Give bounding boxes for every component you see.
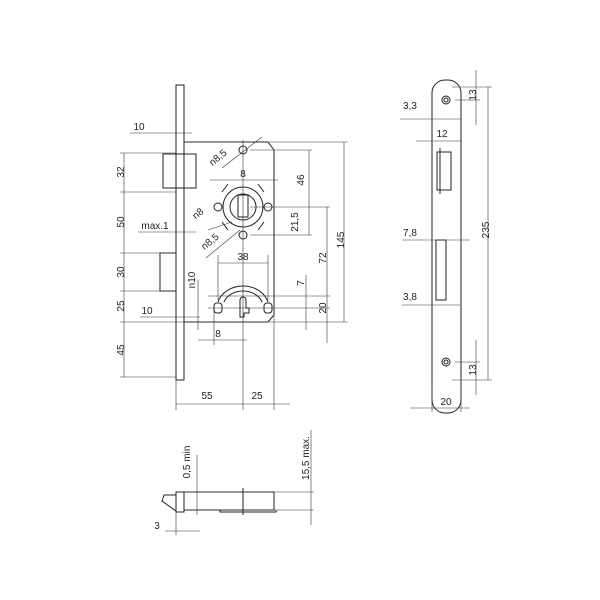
dim-3-3: 3,3 [403, 101, 417, 112]
dim-spindle: 8 [240, 169, 246, 180]
dim-bolt-bottom: 25 [116, 300, 127, 312]
dim-screw-bottom: n8,5 [199, 231, 221, 252]
dim-235: 235 [481, 221, 492, 238]
dim-13-top: 13 [468, 89, 479, 101]
dim-7-8: 7,8 [403, 228, 417, 239]
front-view: 32 50 30 25 45 10 10 max.1 n8,5 n8,5 n8 … [116, 84, 348, 410]
dim-7: 7 [296, 280, 307, 286]
latch-opening [436, 148, 452, 194]
keyhole [239, 296, 250, 318]
dim-46: 46 [296, 174, 307, 186]
dim-3-8: 3,8 [403, 292, 417, 303]
dim-72: 72 [318, 252, 329, 264]
dim-8-bottom: 8 [215, 329, 221, 340]
screw-hole-top-side [443, 97, 449, 103]
faceplate-side [431, 79, 462, 414]
dim-20-side: 20 [440, 397, 452, 408]
follower-hole-right [263, 202, 273, 212]
latch-bottom [161, 494, 177, 512]
deadbolt [159, 252, 177, 292]
dim-bolt-height: 30 [116, 266, 127, 278]
bottom-view: 0,5 min 15,5 max. 3 [154, 430, 314, 535]
screw-hole-bottom-side [443, 359, 449, 365]
cylinder-hole-right [263, 302, 273, 314]
dim-n10: n10 [187, 271, 198, 288]
bolt-opening [435, 239, 447, 301]
cylinder-hole-left [213, 302, 223, 314]
cylinder-arc [217, 285, 269, 303]
dim-bottom: 45 [116, 344, 127, 356]
dim-21-5: 21,5 [290, 212, 301, 232]
dim-screw-top: n8,5 [207, 147, 229, 168]
screw-hole-middle [238, 230, 248, 240]
side-view: 3,3 12 7,8 3,8 235 13 13 20 [400, 70, 492, 414]
dim-latch-bolt-gap: 50 [116, 216, 127, 228]
dim-max-gap: max.1 [141, 221, 169, 232]
faceplate [175, 84, 185, 381]
faceplate-bottom [175, 491, 185, 513]
dim-15-5-max: 15,5 max. [301, 436, 312, 480]
dim-latch-height: 32 [116, 166, 127, 178]
dim-latch-backset: 10 [133, 122, 145, 133]
latch [162, 153, 197, 189]
dim-bolt-backset: 10 [141, 306, 153, 317]
dim-13-bottom: 13 [468, 364, 479, 376]
dim-145: 145 [336, 231, 347, 248]
dim-3: 3 [154, 521, 160, 532]
dim-55: 55 [201, 391, 213, 402]
lock-body-bottom [183, 491, 275, 511]
dim-38: 38 [237, 252, 249, 263]
follower [221, 183, 265, 231]
dim-20: 20 [318, 302, 329, 314]
dim-12: 12 [436, 129, 448, 140]
dim-0-5-min: 0,5 min [182, 446, 193, 479]
follower-hole-left [213, 202, 223, 212]
screw-hole-top [238, 145, 248, 155]
dim-25: 25 [251, 391, 263, 402]
dim-follower: n8 [191, 206, 207, 222]
